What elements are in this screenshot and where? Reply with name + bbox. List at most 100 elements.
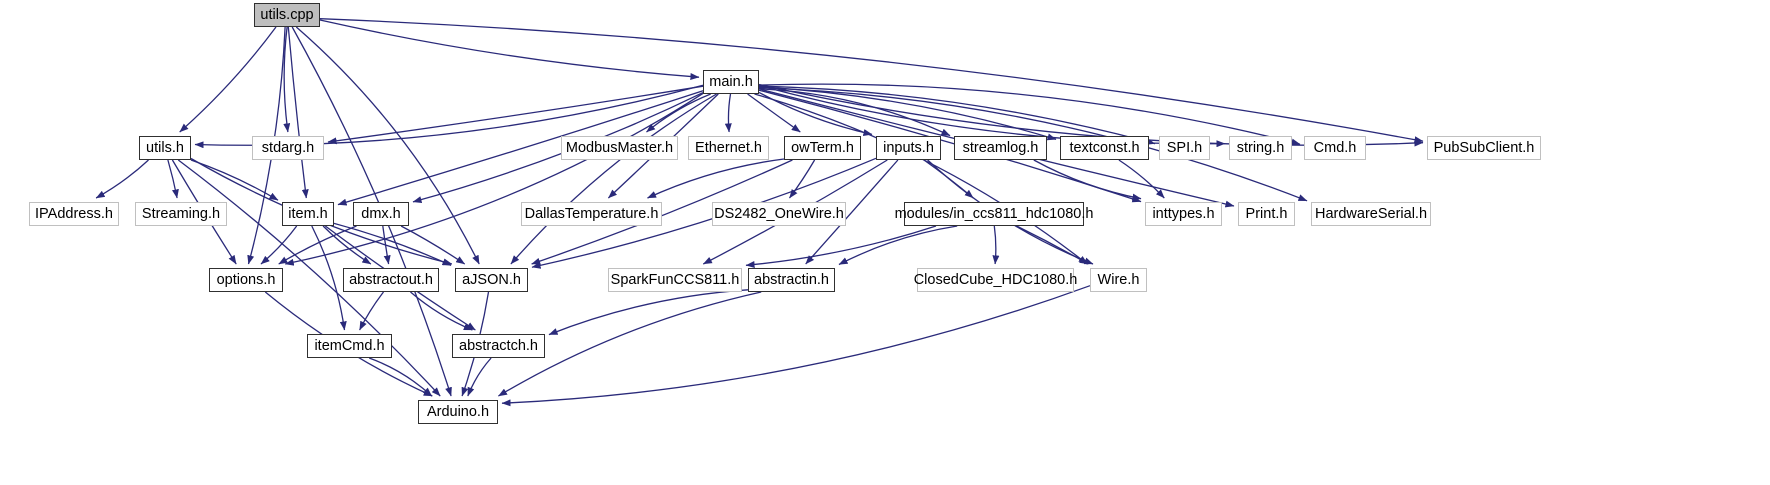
graph-node-label: ClosedCube_HDC1080.h: [913, 271, 1078, 288]
graph-node-Print-h[interactable]: Print.h: [1238, 202, 1295, 226]
graph-node-Ethernet-h[interactable]: Ethernet.h: [688, 136, 769, 160]
graph-node-itemCmd-h[interactable]: itemCmd.h: [307, 334, 392, 358]
graph-node-Arduino-h[interactable]: Arduino.h: [418, 400, 498, 424]
graph-edge: [805, 159, 899, 265]
graph-node-abstractout-h[interactable]: abstractout.h: [343, 268, 439, 292]
graph-edge: [167, 159, 179, 199]
graph-edge: [337, 90, 704, 206]
graph-edge: [498, 291, 762, 397]
graph-edge: [260, 225, 298, 265]
graph-node-label: Cmd.h: [1313, 139, 1357, 156]
graph-node-abstractin-h[interactable]: abstractin.h: [748, 268, 835, 292]
graph-node-label: string.h: [1236, 139, 1285, 156]
graph-node-options-h[interactable]: options.h: [209, 268, 283, 292]
graph-edge: [287, 26, 309, 199]
graph-edge: [758, 87, 1308, 202]
graph-node-label: ModbusMaster.h: [565, 139, 674, 156]
graph-edge: [278, 225, 357, 265]
graph-edge: [646, 93, 711, 133]
graph-node-DallasTemperature-h[interactable]: DallasTemperature.h: [521, 202, 662, 226]
graph-node-Streaming-h[interactable]: Streaming.h: [135, 202, 227, 226]
graph-node-ClosedCube-HDC1080-h[interactable]: ClosedCube_HDC1080.h: [914, 268, 1077, 292]
graph-node-utils-cpp[interactable]: utils.cpp: [254, 3, 320, 27]
graph-node-owTerm-h[interactable]: owTerm.h: [784, 136, 861, 160]
graph-edge: [333, 222, 452, 266]
graph-edge: [1118, 159, 1165, 199]
graph-node-SparkFunCCS811-h[interactable]: SparkFunCCS811.h: [608, 268, 742, 292]
graph-node-label: utils.cpp: [260, 6, 314, 23]
graph-node-ModbusMaster-h[interactable]: ModbusMaster.h: [561, 136, 678, 160]
graph-node-DS2482-OneWire-h[interactable]: DS2482_OneWire.h: [712, 202, 846, 226]
graph-node-label: DS2482_OneWire.h: [714, 205, 844, 222]
graph-edge: [319, 19, 700, 81]
graph-node-label: dmx.h: [361, 205, 401, 222]
graph-node-label: HardwareSerial.h: [1314, 205, 1428, 222]
graph-node-Wire-h[interactable]: Wire.h: [1090, 268, 1147, 292]
graph-node-PubSubClient-h[interactable]: PubSubClient.h: [1427, 136, 1541, 160]
graph-node-label: Streaming.h: [141, 205, 221, 222]
graph-edge: [788, 159, 816, 199]
graph-node-label: abstractout.h: [349, 271, 433, 288]
graph-edge: [758, 88, 951, 137]
graph-node-aJSON-h[interactable]: aJSON.h: [455, 268, 528, 292]
graph-edge: [747, 93, 801, 133]
graph-edge: [758, 83, 1301, 146]
graph-edge: [177, 159, 441, 397]
graph-node-inttypes-h[interactable]: inttypes.h: [1145, 202, 1222, 226]
graph-edge: [724, 93, 732, 133]
graph-node-label: Ethernet.h: [695, 139, 762, 156]
graph-edge: [359, 291, 385, 331]
graph-node-dmx-h[interactable]: dmx.h: [353, 202, 409, 226]
graph-edge: [311, 225, 347, 331]
graph-node-modules-in-ccs811[interactable]: modules/in_ccs811_hdc1080.h: [895, 202, 1093, 226]
graph-edge: [95, 159, 149, 199]
graph-node-Cmd-h[interactable]: Cmd.h: [1304, 136, 1366, 160]
graph-node-label: owTerm.h: [791, 139, 854, 156]
graph-node-label: SPI.h: [1166, 139, 1203, 156]
graph-node-label: inttypes.h: [1152, 205, 1215, 222]
graph-node-label: aJSON.h: [462, 271, 521, 288]
graph-node-label: modules/in_ccs811_hdc1080.h: [894, 205, 1094, 222]
graph-edge: [400, 225, 466, 265]
graph-edge: [1033, 159, 1142, 201]
graph-edge: [992, 225, 1000, 265]
graph-node-main-h[interactable]: main.h: [703, 70, 759, 94]
graph-node-label: options.h: [216, 271, 276, 288]
graph-edge: [647, 158, 785, 199]
graph-node-string-h[interactable]: string.h: [1229, 136, 1292, 160]
graph-edge: [412, 92, 704, 203]
graph-node-label: utils.h: [146, 139, 184, 156]
graph-node-stdarg-h[interactable]: stdarg.h: [252, 136, 324, 160]
graph-edge: [319, 18, 1424, 144]
graph-edge: [295, 26, 480, 265]
graph-node-abstractch-h[interactable]: abstractch.h: [452, 334, 545, 358]
graph-edge: [510, 93, 717, 265]
graph-node-label: abstractin.h: [754, 271, 829, 288]
graph-node-HardwareSerial-h[interactable]: HardwareSerial.h: [1311, 202, 1431, 226]
graph-edge: [467, 357, 492, 397]
graph-node-IPAddress-h[interactable]: IPAddress.h: [29, 202, 119, 226]
graph-edge: [327, 85, 704, 145]
graph-node-inputs-h[interactable]: inputs.h: [876, 136, 941, 160]
graph-edge: [382, 225, 391, 265]
graph-node-label: textconst.h: [1069, 139, 1140, 156]
graph-node-item-h[interactable]: item.h: [282, 202, 334, 226]
graph-node-label: stdarg.h: [261, 139, 315, 156]
graph-node-label: Arduino.h: [426, 403, 490, 420]
graph-node-label: streamlog.h: [962, 139, 1039, 156]
graph-node-textconst-h[interactable]: textconst.h: [1060, 136, 1149, 160]
graph-node-SPI-h[interactable]: SPI.h: [1159, 136, 1210, 160]
graph-edge: [410, 291, 473, 331]
graph-node-label: DallasTemperature.h: [524, 205, 659, 222]
graph-edge: [1016, 225, 1089, 265]
graph-node-utils-h[interactable]: utils.h: [139, 136, 191, 160]
graph-node-streamlog-h[interactable]: streamlog.h: [954, 136, 1047, 160]
graph-node-label: item.h: [288, 205, 328, 222]
graph-node-label: PubSubClient.h: [1433, 139, 1535, 156]
graph-edge: [754, 93, 1088, 265]
graph-node-label: abstractch.h: [459, 337, 538, 354]
graph-edge: [501, 285, 1091, 407]
graph-edge: [838, 225, 958, 266]
